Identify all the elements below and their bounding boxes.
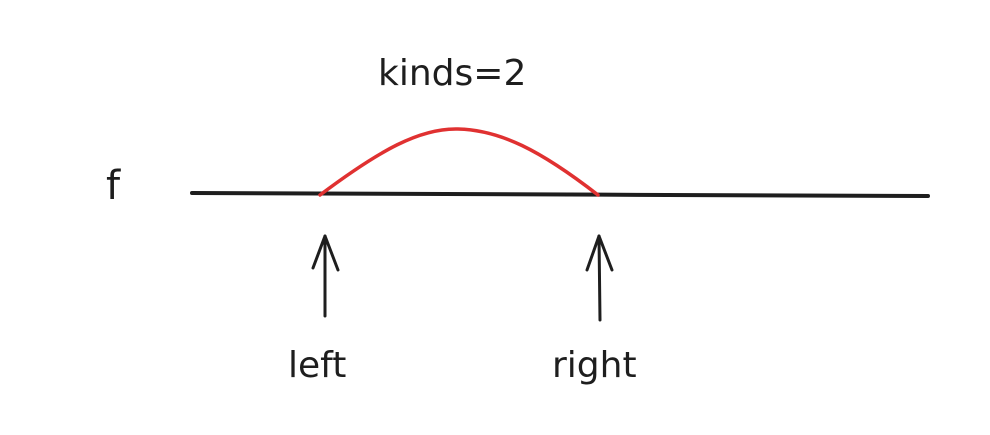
- array-label: f: [106, 163, 121, 209]
- array-line: [190, 191, 930, 198]
- left-pointer-label: left: [288, 345, 347, 386]
- kinds-label: kinds=2: [378, 53, 527, 94]
- right-pointer-arrow: [585, 234, 614, 322]
- right-pointer-label: right: [552, 345, 637, 386]
- window-arc: [318, 127, 600, 197]
- left-pointer-arrow: [311, 234, 340, 318]
